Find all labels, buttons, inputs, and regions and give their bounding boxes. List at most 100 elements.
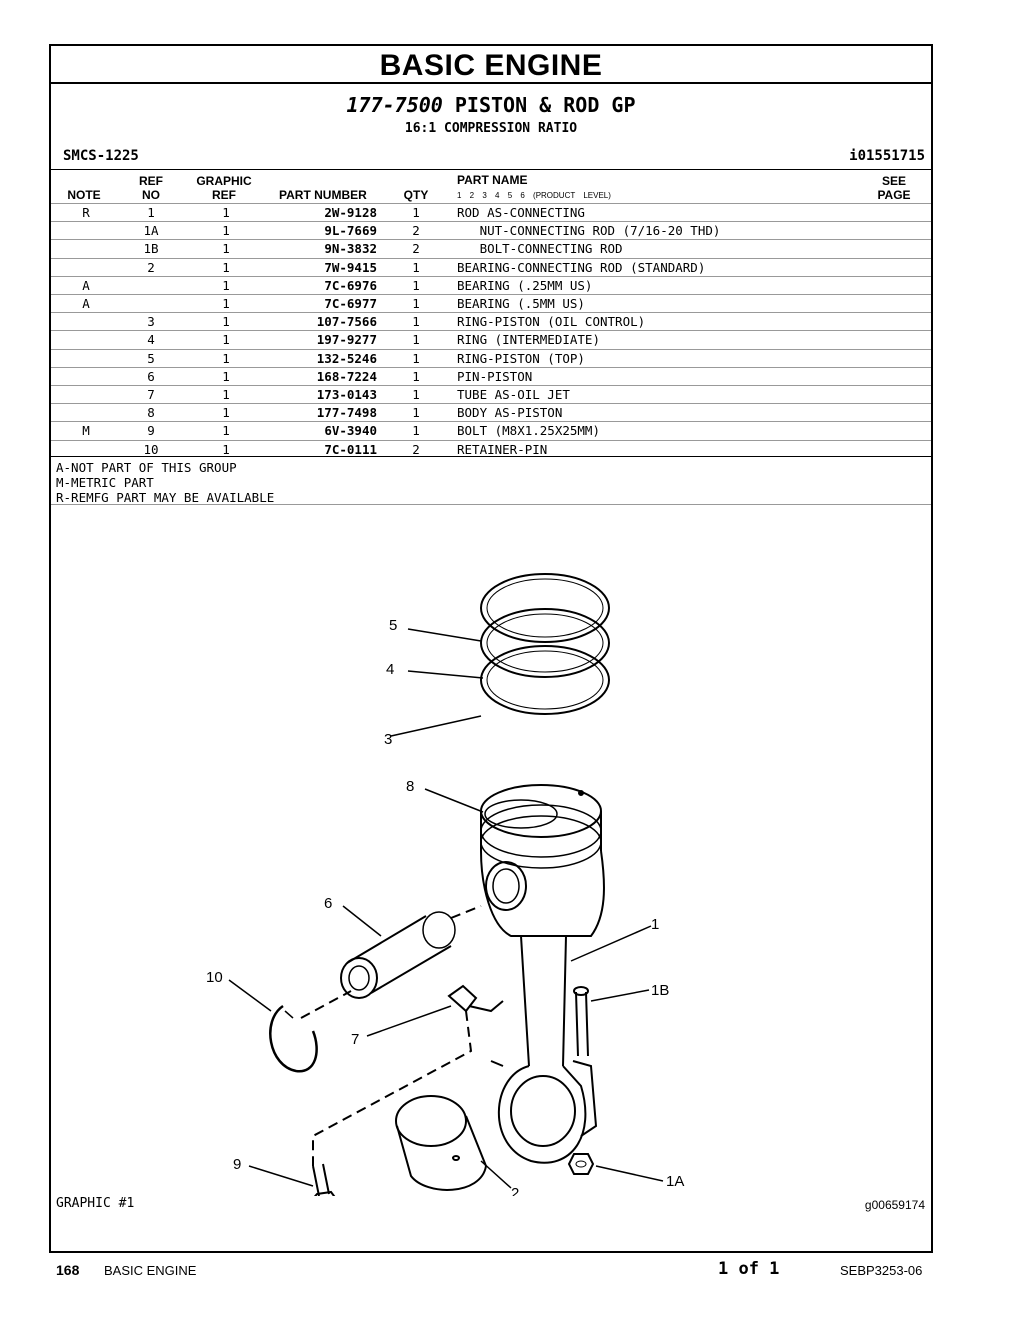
callout-1b: 1B	[651, 982, 669, 999]
part-number-cell: 7C-0111	[324, 441, 377, 457]
part-number-cell: 6V-3940	[324, 423, 377, 439]
qty-cell: 1	[412, 205, 420, 220]
part-name-cell: RING-PISTON (TOP)	[457, 350, 585, 366]
ref-no-cell: 1	[147, 205, 155, 220]
rod-bearing-2	[395, 1095, 488, 1191]
ring-oil-control-3	[480, 645, 610, 715]
assembly-lines	[300, 905, 482, 1166]
note-m: M-METRIC PART	[56, 475, 154, 490]
qty-cell: 2	[412, 223, 420, 239]
qty-cell: 1	[412, 332, 420, 348]
exploded-parts-drawing: 5 4 3 8 6 1 10 1B 7 9 2 1A	[206, 573, 684, 1196]
graphic-ref-cell: 1	[222, 423, 230, 439]
part-number-cell: 168-7224	[316, 368, 377, 384]
part-number-cell: 7C-6976	[324, 277, 377, 293]
header-part-name: PART NAME	[457, 173, 528, 187]
header-product-levels: 1 2 3 4 5 6 (PRODUCT LEVEL)	[457, 191, 611, 200]
part-number-cell: 7C-6977	[324, 296, 377, 311]
smcs-code: SMCS-1225	[63, 148, 139, 164]
notes-legend: A-NOT PART OF THIS GROUP M-METRIC PART R…	[56, 460, 274, 505]
oil-jet-tube-7	[447, 984, 504, 1013]
qty-cell: 1	[412, 387, 420, 402]
callout-5: 5	[389, 617, 397, 634]
qty-cell: 1	[412, 296, 420, 311]
part-name-cell: RETAINER-PIN	[457, 441, 548, 457]
qty-cell: 1	[412, 350, 420, 366]
part-name-cell: NUT-CONNECTING ROD (7/16-20 THD)	[457, 223, 721, 239]
group-name: PISTON & ROD GP	[454, 93, 636, 117]
graphic-id: g00659174	[864, 1198, 925, 1212]
part-name-cell: BEARING (.25MM US)	[457, 277, 593, 293]
qty-cell: 1	[412, 405, 420, 421]
ref-no-cell: 9	[147, 423, 155, 439]
ring-intermediate-4	[480, 608, 610, 678]
footer-section: BASIC ENGINE	[104, 1263, 197, 1278]
graphic-label: GRAPHIC #1	[56, 1196, 135, 1211]
part-number-cell: 9L-7669	[324, 223, 377, 239]
leader-lines	[228, 628, 664, 1189]
qty-cell: 2	[412, 441, 420, 457]
part-number-cell: 9N-3832	[324, 241, 377, 257]
ref-no-cell: 6	[147, 368, 155, 384]
part-name-cell: ROD AS-CONNECTING	[457, 205, 585, 220]
ref-no-cell: 7	[147, 387, 155, 402]
qty-cell: 1	[412, 423, 420, 439]
footer-page-number: 168	[56, 1262, 80, 1278]
ref-no-cell: 10	[143, 441, 159, 457]
part-number-cell: 132-5246	[316, 350, 377, 366]
notes-bottom-rule	[51, 504, 931, 505]
part-name-cell: BEARING (.5MM US)	[457, 296, 585, 311]
table-row: 1A 1 9L-7669 2 NUT-CONNECTING ROD (7/16-20 …	[51, 221, 931, 240]
graphic-ref-cell: 1	[222, 405, 230, 421]
part-number-cell: 2W-9128	[324, 205, 377, 220]
qty-cell: 1	[412, 277, 420, 293]
graphic-ref-cell: 1	[222, 332, 230, 348]
part-name-cell: RING (INTERMEDIATE)	[457, 332, 600, 348]
ref-no-cell: 2	[147, 259, 155, 275]
graphic-ref-cell: 1	[222, 350, 230, 366]
graphic-ref-cell: 1	[222, 387, 230, 402]
table-bottom-rule	[51, 456, 931, 457]
piston-pin-6	[340, 911, 456, 999]
rod-nut-1a	[567, 1153, 595, 1175]
illustration-id: i01551715	[849, 148, 925, 164]
qty-cell: 2	[412, 241, 420, 257]
bolt-9	[312, 1163, 336, 1196]
page-title: BASIC ENGINE	[51, 46, 931, 84]
graphic-ref-cell: 1	[222, 368, 230, 384]
qty-cell: 1	[412, 259, 420, 275]
graphic-ref-cell: 1	[222, 314, 230, 330]
callout-labels: 5 4 3 8 6 1 10 1B 7 9 2 1A	[206, 617, 684, 1196]
qty-cell: 1	[412, 368, 420, 384]
callout-6: 6	[324, 895, 332, 912]
header-qty: QTY	[403, 188, 429, 202]
part-name-cell: BEARING-CONNECTING ROD (STANDARD)	[457, 259, 706, 275]
callout-2: 2	[511, 1185, 519, 1196]
group-subtitle: 16:1 COMPRESSION RATIO	[404, 121, 578, 136]
connecting-rod-1	[490, 935, 598, 1164]
rod-bolt-1b	[573, 986, 589, 1057]
ref-no-cell: 1A	[143, 223, 159, 239]
callout-8: 8	[406, 778, 414, 795]
piston-body-8	[480, 784, 605, 937]
note-cell: M	[82, 423, 90, 439]
qty-cell: 1	[412, 314, 420, 330]
part-number-cell: 197-9277	[316, 332, 377, 348]
note-a: A-NOT PART OF THIS GROUP	[56, 460, 237, 475]
graphic-ref-cell: 1	[222, 223, 230, 239]
part-number-cell: 7W-9415	[324, 259, 377, 275]
callout-1: 1	[651, 916, 659, 933]
note-r: R-REMFG PART MAY BE AVAILABLE	[56, 490, 275, 505]
